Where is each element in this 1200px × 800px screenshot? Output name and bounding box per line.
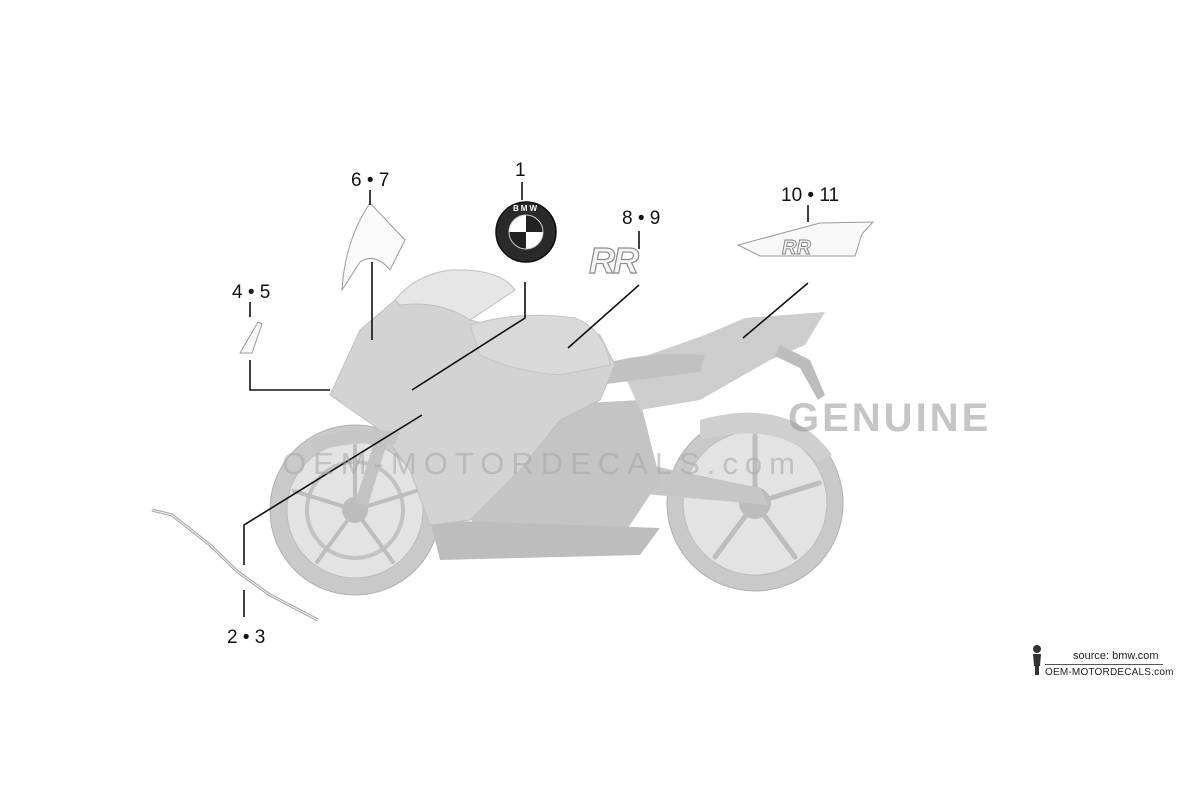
- credit-divider: [1045, 664, 1163, 665]
- watermark-site: OEM-MOTORDECALS.com: [282, 446, 802, 481]
- callout-8-9: 8 • 9: [622, 208, 661, 229]
- leader-line-10-11: [742, 205, 809, 339]
- leader-lines: [243, 182, 809, 617]
- leader-line-6-7: [369, 190, 373, 340]
- tail-rr-decal-text: RR: [782, 237, 811, 259]
- tank-rr-decal: RR: [589, 240, 639, 281]
- front-mudguard: [310, 429, 400, 452]
- seat: [600, 353, 705, 385]
- motorcycle-illustration: [269, 269, 844, 596]
- leader-line-1-to-bike: [411, 282, 526, 391]
- leader-line-8-9: [567, 231, 640, 349]
- tail-rr-decal: [736, 221, 875, 257]
- bmw-badge-icon: BMW: [495, 201, 557, 263]
- callout-1: 1: [515, 160, 526, 181]
- credit-brand: OEM-MOTORDECALS.com: [1045, 667, 1174, 678]
- watermark-genuine: GENUINE: [788, 396, 992, 440]
- credit-source: source: bmw.com: [1073, 650, 1159, 662]
- callout-4-5: 4 • 5: [232, 282, 271, 303]
- leader-line-4-5: [249, 302, 330, 391]
- motorcycle-rider-logo-icon: [1033, 645, 1041, 675]
- side-small-decal: [239, 321, 263, 354]
- windscreen-decal: [341, 202, 406, 292]
- bmw-badge-letters: BMW: [513, 204, 539, 213]
- tail-section: [620, 312, 825, 410]
- callout-10-11: 10 • 11: [781, 185, 840, 206]
- rear-hugger: [700, 412, 832, 462]
- callout-2-3: 2 • 3: [227, 627, 266, 648]
- license-bracket: [775, 345, 825, 400]
- belly-pan: [430, 520, 660, 560]
- leader-line-2-3: [243, 414, 423, 617]
- front-wheel: [269, 424, 441, 596]
- callout-6-7: 6 • 7: [351, 170, 390, 191]
- windscreen-outline: [394, 269, 516, 321]
- pinstripe-decal-inner: [151, 509, 319, 621]
